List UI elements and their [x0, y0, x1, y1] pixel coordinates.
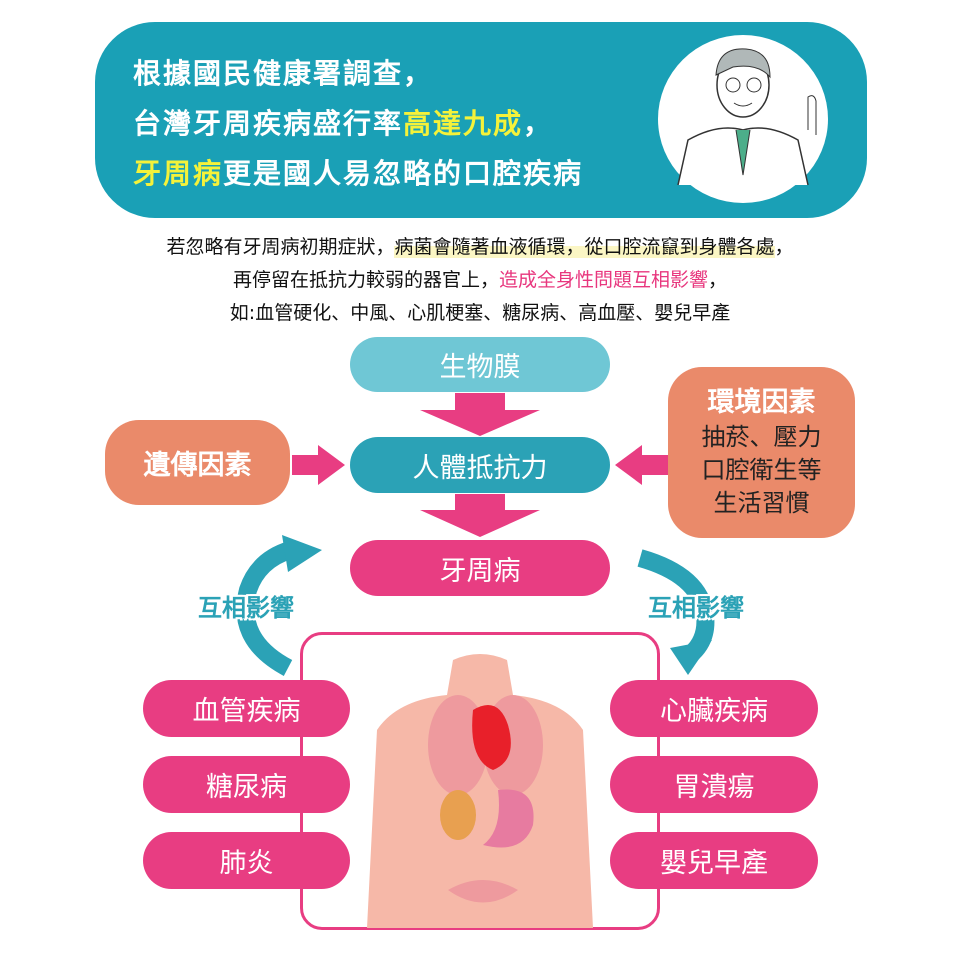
resistance-box: 人體抵抗力	[350, 437, 610, 493]
left-arrow-icon	[615, 445, 668, 485]
banner-line-2: 台灣牙周疾病盛行率高達九成，	[133, 102, 553, 142]
environment-item: 生活習慣	[713, 488, 810, 517]
heart-icon	[472, 705, 511, 770]
banner-line-1: 根據國民健康署調查，	[133, 57, 434, 90]
banner-text: 台灣牙周疾病盛行率	[133, 107, 404, 140]
doctor-icon	[677, 48, 817, 186]
curved-arrow-left-icon	[236, 541, 294, 676]
environment-factor-box: 環境因素 抽菸、壓力 口腔衛生等 生活習慣	[668, 367, 855, 538]
environment-title: 環境因素	[707, 386, 816, 418]
genetic-factor-box: 遺傳因素	[105, 420, 290, 505]
mutual-influence-label-left: 互相影響	[198, 594, 294, 622]
highlight-text: 牙周病	[133, 157, 224, 190]
disease-vascular: 血管疾病	[143, 680, 350, 737]
down-arrow-icon	[420, 494, 540, 537]
intro-line-2: 再停留在抵抗力較弱的器官上，造成全身性問題互相影響，	[0, 265, 960, 292]
highlight-text: 高達九成	[403, 107, 524, 140]
periodontal-box: 牙周病	[350, 540, 610, 596]
banner-text: 更是國人易忽略的口腔疾病	[223, 157, 584, 190]
mutual-influence-label-right: 互相影響	[648, 594, 744, 622]
disease-gastric-ulcer: 胃潰瘍	[610, 756, 818, 813]
highlight-text: 造成全身性問題互相影響	[498, 269, 708, 291]
down-arrow-icon	[420, 393, 540, 436]
doctor-illustration	[658, 35, 828, 203]
intro-line-3: 如:血管硬化、中風、心肌梗塞、糖尿病、高血壓、嬰兒早產	[229, 302, 731, 324]
biofilm-box: 生物膜	[350, 337, 610, 392]
liver-icon	[440, 790, 476, 840]
banner-text: ，	[523, 107, 554, 140]
text: ，	[708, 269, 728, 291]
text: 若忽略有牙周病初期症狀，	[166, 236, 395, 258]
stomach-icon	[483, 789, 534, 848]
disease-heart: 心臟疾病	[610, 680, 818, 737]
text: 再停留在抵抗力較弱的器官上，	[232, 269, 499, 291]
banner-line-3: 牙周病更是國人易忽略的口腔疾病	[133, 152, 583, 192]
environment-item: 抽菸、壓力	[701, 422, 822, 451]
disease-diabetes: 糖尿病	[143, 756, 350, 813]
environment-item: 口腔衛生等	[701, 455, 822, 484]
human-body-illustration	[367, 654, 593, 928]
highlight-text: 病菌會隨著血液循環，從口腔流竄到身體各處	[394, 236, 775, 258]
intro-line-1: 若忽略有牙周病初期症狀，病菌會隨著血液循環，從口腔流竄到身體各處，	[0, 232, 960, 259]
disease-pneumonia: 肺炎	[143, 832, 350, 889]
uterus-icon	[448, 880, 518, 903]
disease-premature-birth: 嬰兒早產	[610, 832, 818, 889]
text: ，	[774, 236, 794, 258]
right-arrow-icon	[292, 445, 345, 485]
